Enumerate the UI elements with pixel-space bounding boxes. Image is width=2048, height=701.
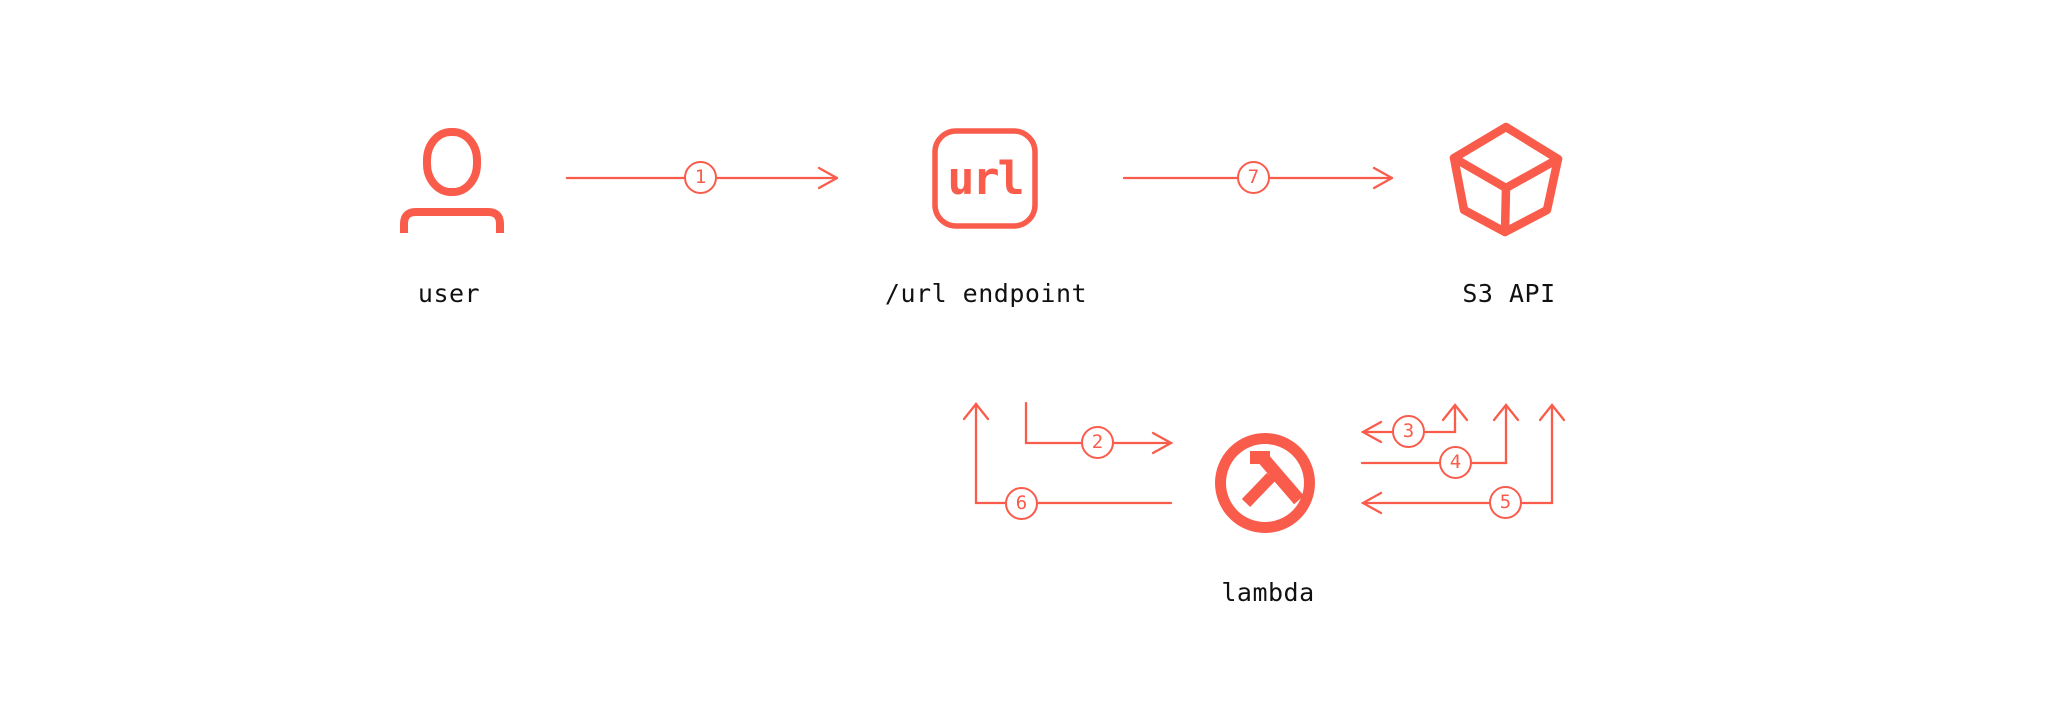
arrow-2-line xyxy=(1024,401,1173,445)
node-label-s3-api: S3 API xyxy=(1462,279,1556,308)
arrow-6 xyxy=(962,402,1173,505)
cube-front-edge xyxy=(1500,183,1511,237)
step-badge-2: 2 xyxy=(1081,426,1114,459)
arrow-4 xyxy=(1360,403,1520,465)
node-label-url-endpoint: /url endpoint xyxy=(884,279,1088,308)
cube-icon xyxy=(1449,122,1563,237)
person-icon xyxy=(400,128,504,233)
step-badge-6: 6 xyxy=(1005,487,1038,520)
step-badge-4: 4 xyxy=(1439,446,1472,479)
url-box-icon xyxy=(932,128,1038,229)
person-shoulders xyxy=(400,208,504,233)
cube-top-face xyxy=(1449,122,1563,193)
arrow-3-head-left xyxy=(1360,420,1383,444)
arrow-1-head xyxy=(817,166,839,190)
arrow-5-line xyxy=(1361,403,1554,505)
node-label-user: user xyxy=(417,279,481,308)
step-badge-5: 5 xyxy=(1489,486,1522,519)
lambda-circle-icon xyxy=(1215,433,1315,533)
arrow-6-line xyxy=(974,402,1173,505)
step-badge-3: 3 xyxy=(1392,415,1425,448)
arrow-7-head xyxy=(1372,166,1394,190)
lambda-left-leg xyxy=(1241,473,1276,507)
person-head xyxy=(423,128,481,196)
arrow-6-head xyxy=(962,402,990,421)
url-icon-label: url xyxy=(947,152,1024,205)
arrow-4-line xyxy=(1360,403,1508,465)
lambda-ring xyxy=(1215,433,1315,533)
arrow-2 xyxy=(1024,401,1174,455)
arrow-5-head-up xyxy=(1538,403,1566,422)
arrow-4-head-up xyxy=(1492,403,1520,422)
lambda-main-stroke xyxy=(1257,452,1304,505)
node-label-lambda: lambda xyxy=(1221,578,1315,607)
step-badge-7: 7 xyxy=(1237,161,1270,194)
arrow-3-head-up xyxy=(1441,403,1469,422)
url-box-outline xyxy=(932,128,1038,229)
arrow-2-head xyxy=(1151,431,1174,455)
arrow-5 xyxy=(1360,403,1566,515)
arrow-5-head-left xyxy=(1360,491,1383,515)
step-badge-1: 1 xyxy=(684,161,717,194)
